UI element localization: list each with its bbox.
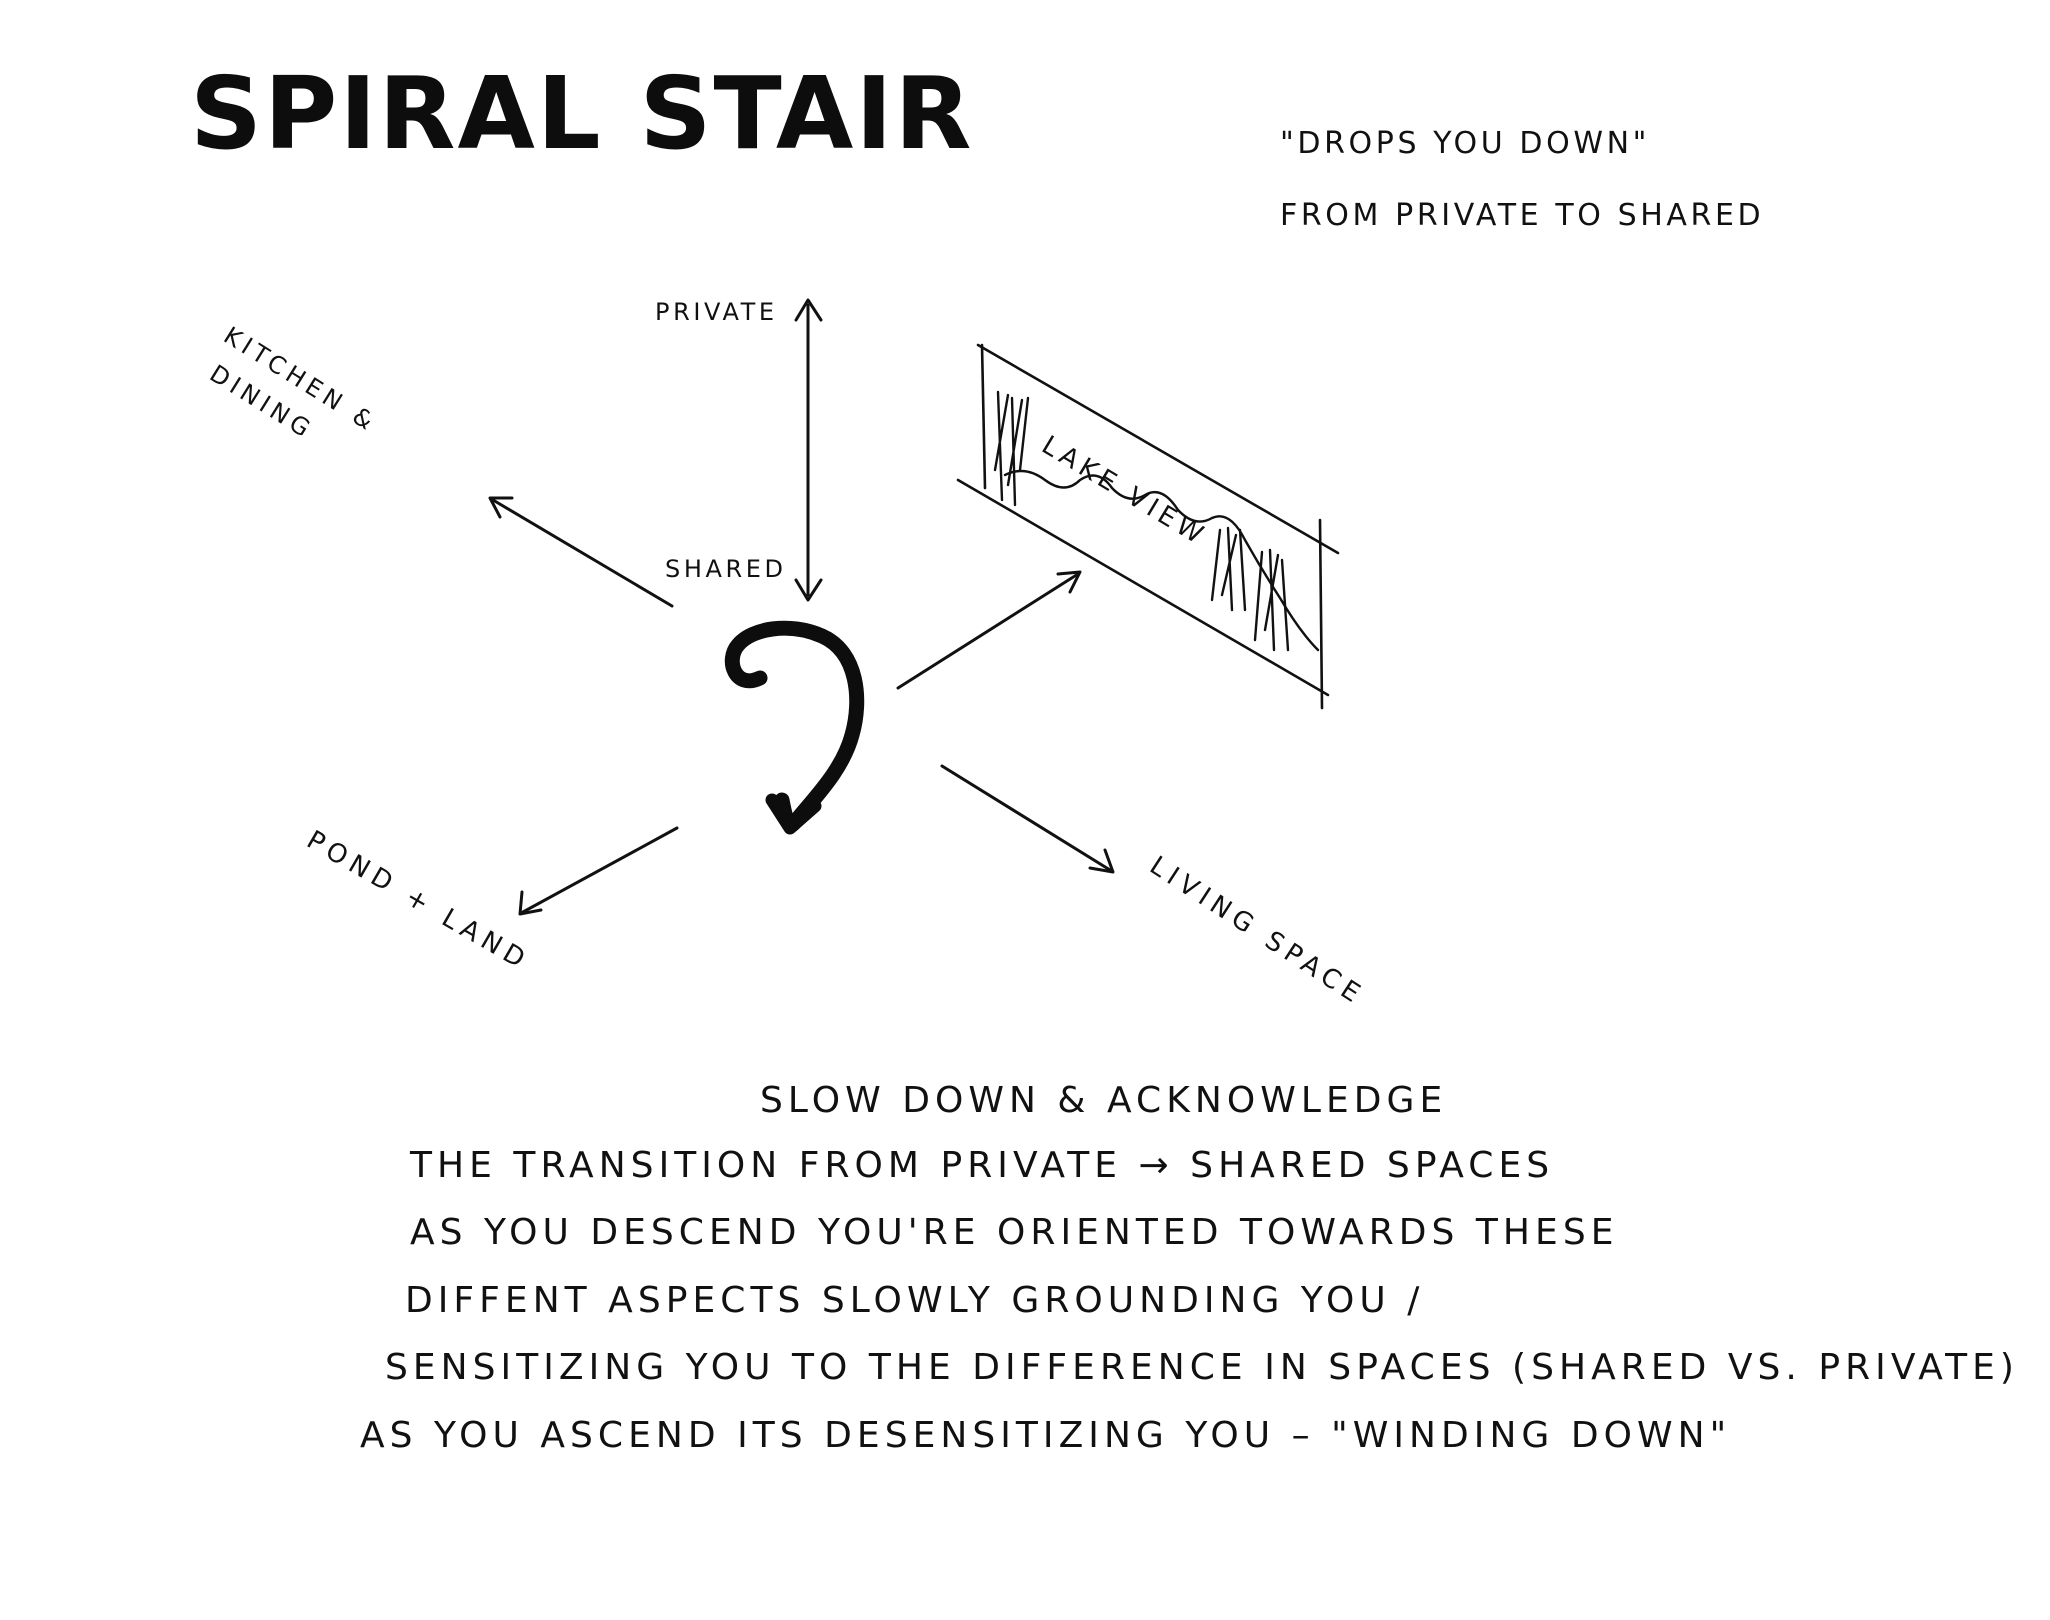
lake-view-window — [956, 343, 1340, 710]
paragraph-line-5: SENSITIZING YOU TO THE DIFFERENCE IN SPA… — [385, 1347, 2019, 1388]
arrow-to-pond-land — [518, 826, 679, 916]
private-label: PRIVATE — [655, 298, 778, 326]
paragraph-line-1: SLOW DOWN & ACKNOWLEDGE — [760, 1080, 1448, 1121]
living-space-label: LIVING SPACE — [1144, 851, 1370, 1012]
note-line-1: "DROPS YOU DOWN" — [1280, 126, 1651, 161]
paragraph-line-2: THE TRANSITION FROM PRIVATE → SHARED SPA… — [410, 1145, 1555, 1186]
note-block: "DROPS YOU DOWN" FROM PRIVATE TO SHARED — [1280, 108, 1764, 252]
spiral-stair-symbol — [724, 620, 865, 835]
lake-view-label: LAKE VIEW — [1036, 430, 1212, 552]
arrow-to-lake-view — [896, 570, 1082, 690]
shared-label: SHARED — [665, 555, 787, 583]
paragraph-line-4: DIFFENT ASPECTS SLOWLY GROUNDING YOU / — [405, 1280, 1425, 1321]
private-shared-arrow — [794, 298, 823, 602]
note-line-2: FROM PRIVATE TO SHARED — [1280, 198, 1765, 233]
page-title: SPIRAL STAIR — [190, 55, 974, 172]
paragraph-line-6: AS YOU ASCEND ITS DESENSITIZING YOU – "W… — [360, 1415, 1732, 1456]
paragraph-line-3: AS YOU DESCEND YOU'RE ORIENTED TOWARDS T… — [410, 1212, 1619, 1253]
pond-land-label: POND + LAND — [302, 825, 535, 977]
arrow-to-kitchen — [488, 496, 674, 608]
arrow-to-living-space — [940, 764, 1115, 874]
